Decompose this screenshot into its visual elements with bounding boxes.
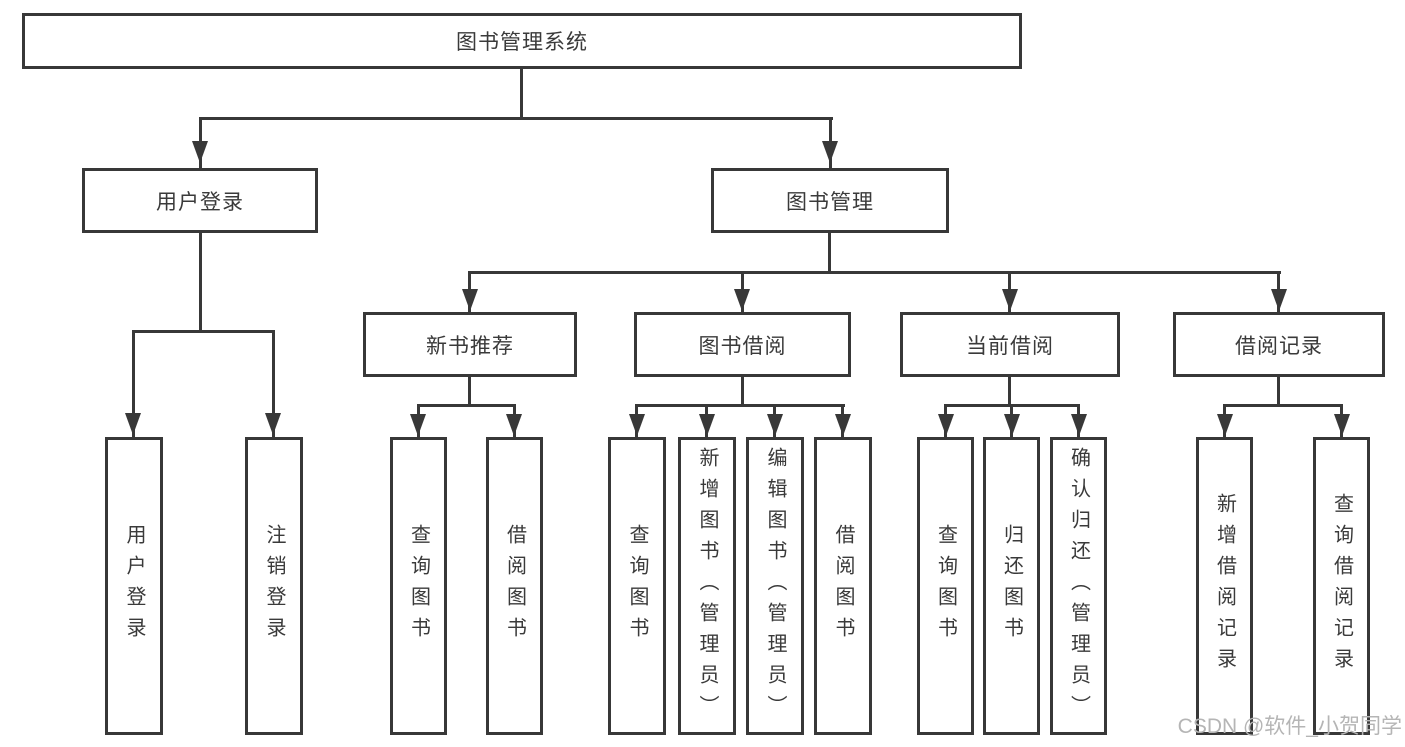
leaf-confirm-return-admin: 确认归还（管理员） bbox=[1050, 437, 1107, 735]
connector-level2-rail bbox=[468, 271, 1281, 274]
arrow-down-icon bbox=[1002, 289, 1018, 311]
arrow-down-icon bbox=[462, 289, 478, 311]
arrow-down-icon bbox=[125, 413, 141, 435]
leaf-edit-books-admin: 编辑图书（管理员） bbox=[746, 437, 804, 735]
node-new-book-recommend-label: 新书推荐 bbox=[426, 334, 514, 358]
connector-stem bbox=[1008, 377, 1011, 406]
leaf-return-books-label: 归还图书 bbox=[1000, 524, 1023, 648]
arrow-down-icon bbox=[629, 414, 645, 436]
node-book-borrow: 图书借阅 bbox=[634, 312, 851, 377]
arrow-down-icon bbox=[1004, 414, 1020, 436]
node-user-login-label: 用户登录 bbox=[156, 190, 244, 214]
leaf-user-login: 用户登录 bbox=[105, 437, 163, 735]
leaf-borrow-books-recommend: 借阅图书 bbox=[486, 437, 543, 735]
arrow-down-icon bbox=[835, 414, 851, 436]
node-borrow-records-label: 借阅记录 bbox=[1235, 334, 1323, 358]
leaf-query-books-label: 查询图书 bbox=[626, 524, 648, 648]
leaf-query-books-recommend: 查询图书 bbox=[390, 437, 447, 735]
node-user-login: 用户登录 bbox=[82, 168, 318, 233]
arrow-down-icon bbox=[192, 141, 208, 163]
node-book-management: 图书管理 bbox=[711, 168, 949, 233]
leaf-logout-label: 注销登录 bbox=[263, 524, 285, 648]
node-library-system: 图书管理系统 bbox=[22, 13, 1022, 69]
connector-rail bbox=[636, 404, 845, 407]
arrow-down-icon bbox=[1334, 414, 1350, 436]
node-borrow-records: 借阅记录 bbox=[1173, 312, 1385, 377]
connector-stem bbox=[741, 377, 744, 406]
connector-stem bbox=[468, 377, 471, 406]
connector-book-mgmt-stem bbox=[828, 233, 831, 273]
connector-user-login-rail bbox=[132, 330, 275, 333]
leaf-borrow-books: 借阅图书 bbox=[814, 437, 872, 735]
arrow-down-icon bbox=[734, 289, 750, 311]
watermark: CSDN @软件_小贺同学 bbox=[1177, 715, 1402, 738]
arrow-down-icon bbox=[410, 414, 426, 436]
arrow-down-icon bbox=[265, 413, 281, 435]
leaf-confirm-return-admin-label: 确认归还（管理员） bbox=[1067, 446, 1090, 726]
node-book-borrow-label: 图书借阅 bbox=[698, 334, 787, 358]
arrow-down-icon bbox=[767, 414, 783, 436]
arrow-down-icon bbox=[1071, 414, 1087, 436]
arrow-down-icon bbox=[1271, 289, 1287, 311]
arrow-down-icon bbox=[1217, 414, 1233, 436]
leaf-user-login-label: 用户登录 bbox=[123, 524, 145, 648]
arrow-down-icon bbox=[506, 414, 522, 436]
leaf-add-books-admin-label: 新增图书（管理员） bbox=[696, 446, 718, 726]
leaf-query-books-label: 查询图书 bbox=[934, 524, 957, 648]
connector-user-login-stem bbox=[199, 233, 202, 332]
node-library-system-label: 图书管理系统 bbox=[456, 31, 588, 54]
leaf-edit-books-admin-label: 编辑图书（管理员） bbox=[764, 446, 786, 726]
leaf-return-books: 归还图书 bbox=[983, 437, 1040, 735]
leaf-borrow-books-label: 借阅图书 bbox=[503, 524, 526, 648]
leaf-logout: 注销登录 bbox=[245, 437, 303, 735]
arrow-down-icon bbox=[699, 414, 715, 436]
node-new-book-recommend: 新书推荐 bbox=[363, 312, 577, 377]
connector-root-stem bbox=[520, 69, 523, 120]
connector-drop bbox=[132, 330, 135, 437]
leaf-query-books-label: 查询图书 bbox=[407, 524, 430, 648]
leaf-add-borrow-record-label: 新增借阅记录 bbox=[1213, 493, 1236, 679]
connector-level1-rail bbox=[199, 117, 833, 120]
leaf-borrow-books-label: 借阅图书 bbox=[832, 524, 854, 648]
node-current-borrow: 当前借阅 bbox=[900, 312, 1120, 377]
leaf-query-borrow-record: 查询借阅记录 bbox=[1313, 437, 1370, 735]
connector-rail bbox=[1223, 404, 1343, 407]
node-current-borrow-label: 当前借阅 bbox=[966, 334, 1054, 358]
leaf-query-books-borrow: 查询图书 bbox=[608, 437, 666, 735]
leaf-query-borrow-record-label: 查询借阅记录 bbox=[1330, 493, 1353, 679]
connector-drop bbox=[272, 330, 275, 437]
leaf-query-books-current: 查询图书 bbox=[917, 437, 974, 735]
connector-rail bbox=[417, 404, 516, 407]
leaf-add-books-admin: 新增图书（管理员） bbox=[678, 437, 736, 735]
node-book-management-label: 图书管理 bbox=[786, 190, 874, 214]
arrow-down-icon bbox=[938, 414, 954, 436]
connector-stem bbox=[1277, 377, 1280, 406]
leaf-add-borrow-record: 新增借阅记录 bbox=[1196, 437, 1253, 735]
arrow-down-icon bbox=[822, 141, 838, 163]
